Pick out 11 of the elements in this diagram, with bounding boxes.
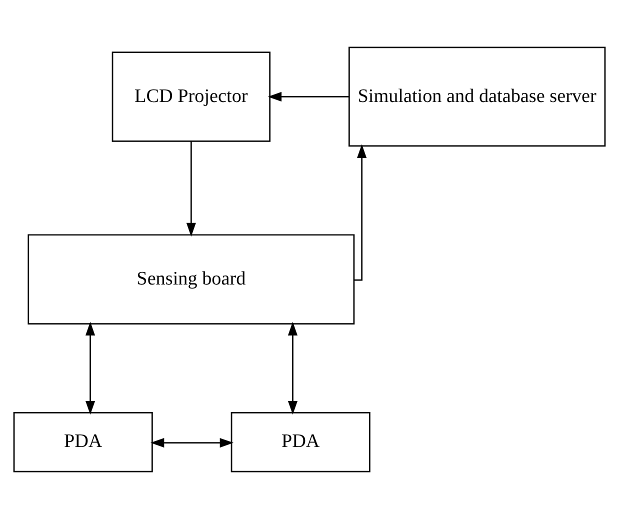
arrow <box>268 91 349 102</box>
node-box: PDA <box>13 412 153 472</box>
arrow <box>186 140 196 236</box>
arrow <box>150 438 234 448</box>
node-box: LCD Projector <box>112 51 271 142</box>
arrow <box>354 144 367 280</box>
arrow <box>86 321 96 414</box>
node-box: Sensing board <box>28 234 355 324</box>
arrow <box>288 321 298 414</box>
node-box: PDA <box>230 412 370 472</box>
node-box: Simulation and database server <box>348 46 606 146</box>
